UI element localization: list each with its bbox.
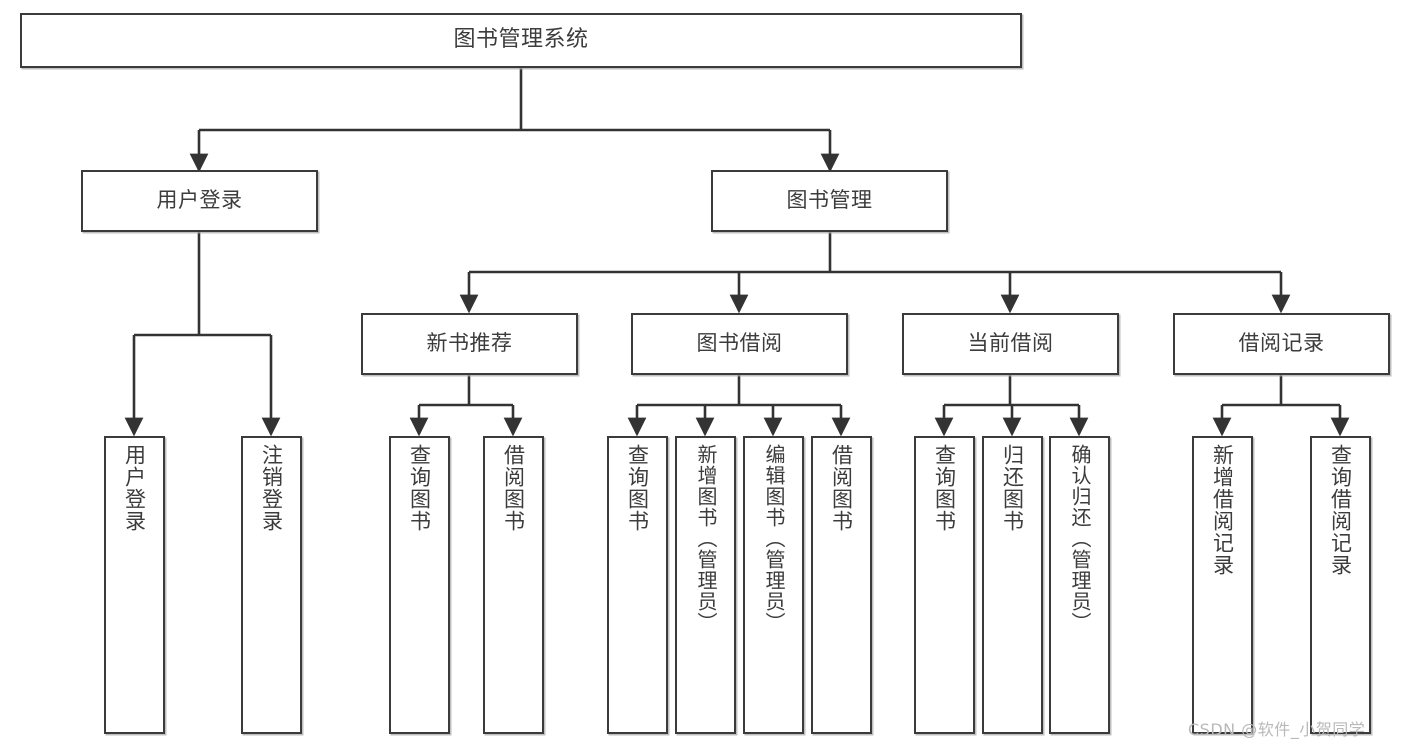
node-label: 新增图书（管理员） xyxy=(694,444,718,633)
node-label: 注销登录 xyxy=(259,444,284,532)
node-label: 借阅图书 xyxy=(829,444,854,532)
node-label: 当前借阅 xyxy=(967,331,1054,356)
csdn-watermark: CSDN @软件_小贺同学 xyxy=(1188,720,1366,739)
leaf-book-borrow-query[interactable]: 查询图书 xyxy=(607,436,668,734)
leaf-user-login-login[interactable]: 用户登录 xyxy=(104,436,165,734)
leaf-current-borrow-confirm[interactable]: 确认归还（管理员） xyxy=(1049,436,1110,734)
leaf-borrow-record-add[interactable]: 新增借阅记录 xyxy=(1192,436,1253,734)
node-label: 新书推荐 xyxy=(426,331,513,356)
node-label: 图书管理 xyxy=(786,188,873,213)
leaf-book-borrow-edit[interactable]: 编辑图书（管理员） xyxy=(743,436,804,734)
leaf-book-borrow-borrow[interactable]: 借阅图书 xyxy=(811,436,872,734)
node-user-login[interactable]: 用户登录 xyxy=(81,170,318,232)
leaf-user-login-logout[interactable]: 注销登录 xyxy=(241,436,302,734)
node-label: 查询图书 xyxy=(407,444,432,532)
node-label: 查询图书 xyxy=(625,444,650,532)
leaf-borrow-record-query[interactable]: 查询借阅记录 xyxy=(1310,436,1371,734)
node-label: 查询图书 xyxy=(932,444,957,532)
node-current-borrow[interactable]: 当前借阅 xyxy=(902,313,1119,375)
node-label: 借阅图书 xyxy=(501,444,526,532)
leaf-new-book-borrow[interactable]: 借阅图书 xyxy=(483,436,544,734)
node-book-management[interactable]: 图书管理 xyxy=(711,170,948,232)
node-label: 归还图书 xyxy=(1000,444,1025,532)
node-book-borrow[interactable]: 图书借阅 xyxy=(631,313,848,375)
node-label: 新增借阅记录 xyxy=(1210,444,1235,576)
node-label: 用户登录 xyxy=(122,444,147,532)
node-label: 确认归还（管理员） xyxy=(1068,444,1092,633)
node-new-book-recommend[interactable]: 新书推荐 xyxy=(361,313,578,375)
node-label: 用户登录 xyxy=(156,188,243,213)
leaf-current-borrow-return[interactable]: 归还图书 xyxy=(982,436,1043,734)
node-root-system[interactable]: 图书管理系统 xyxy=(20,13,1022,68)
node-label: 编辑图书（管理员） xyxy=(762,444,786,633)
node-label: 图书借阅 xyxy=(696,331,783,356)
node-label: 借阅记录 xyxy=(1238,331,1325,356)
node-borrow-record[interactable]: 借阅记录 xyxy=(1173,313,1390,375)
leaf-current-borrow-query[interactable]: 查询图书 xyxy=(914,436,975,734)
leaf-book-borrow-add[interactable]: 新增图书（管理员） xyxy=(675,436,736,734)
node-label: 查询借阅记录 xyxy=(1328,444,1353,576)
leaf-new-book-query[interactable]: 查询图书 xyxy=(389,436,450,734)
node-label: 图书管理系统 xyxy=(453,27,589,53)
